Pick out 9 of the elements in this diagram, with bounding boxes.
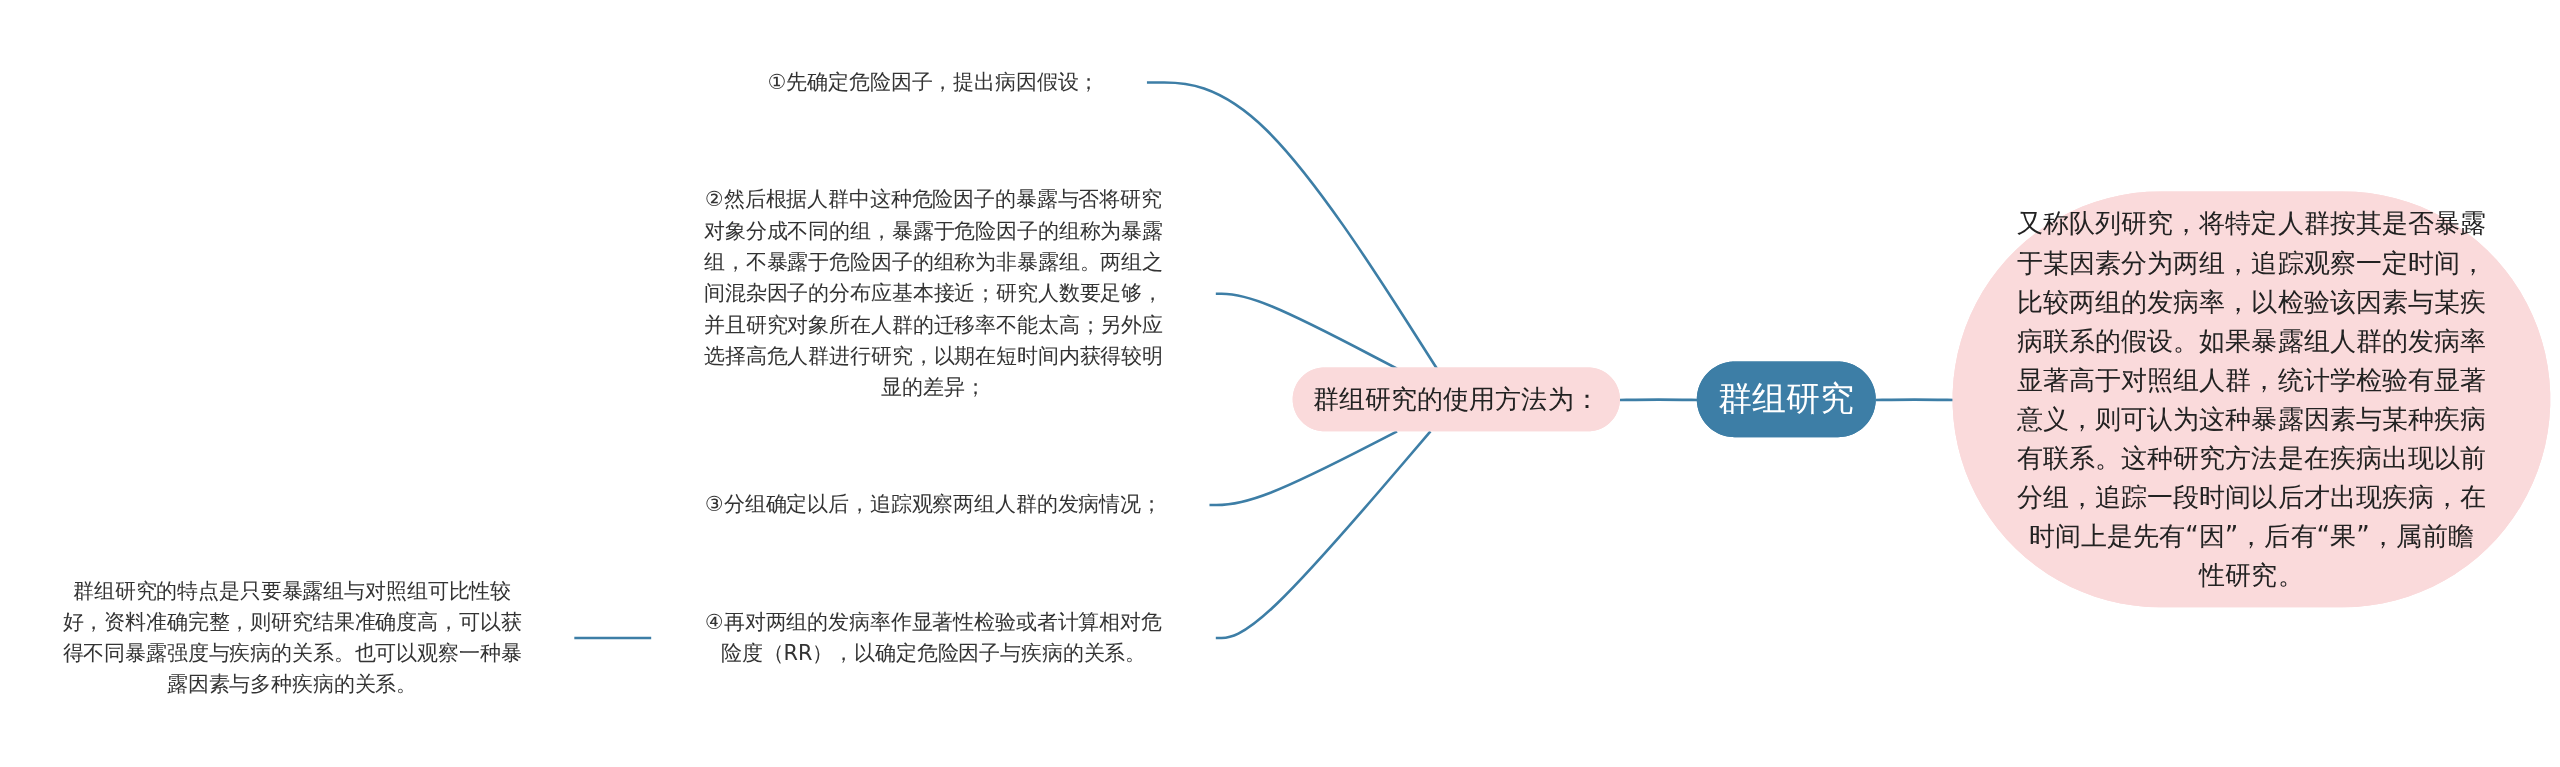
- node-text: ①先确定危险因子，提出病因假设；: [767, 69, 1100, 95]
- node-text: ③分组确定以后，追踪观察两组人群的发病情况；: [705, 491, 1162, 517]
- connector: [573, 636, 652, 640]
- node-text: ②然后根据人群中这种危险因子的暴露与否将研究对象分成不同的组，暴露于危险因子的组称为暴露组，不暴露于危险因子的组称为非暴露组。两组之间混杂因子的分布应基本接近；研究人数要足够，并且研究对象所在人群的迁移率不能太高；另外应选择高危人群进行研究，以期在短时间内获得较明显的差异；: [704, 186, 1163, 400]
- node-text: 群组研究的特点是只要暴露组与对照组可比性较好，资料准确完整，则研究结果准确度高，可以获得不同暴露强度与疾病的关系。也可以观察一种暴露因素与多种疾病的关系。: [62, 577, 522, 697]
- node-text: ④再对两组的发病率作显著性检验或者计算相对危险度（RR），以确定危险因子与疾病的关系。: [705, 609, 1162, 666]
- connector: [1875, 398, 1954, 402]
- connector: [1208, 429, 1398, 507]
- connector: [1215, 430, 1432, 640]
